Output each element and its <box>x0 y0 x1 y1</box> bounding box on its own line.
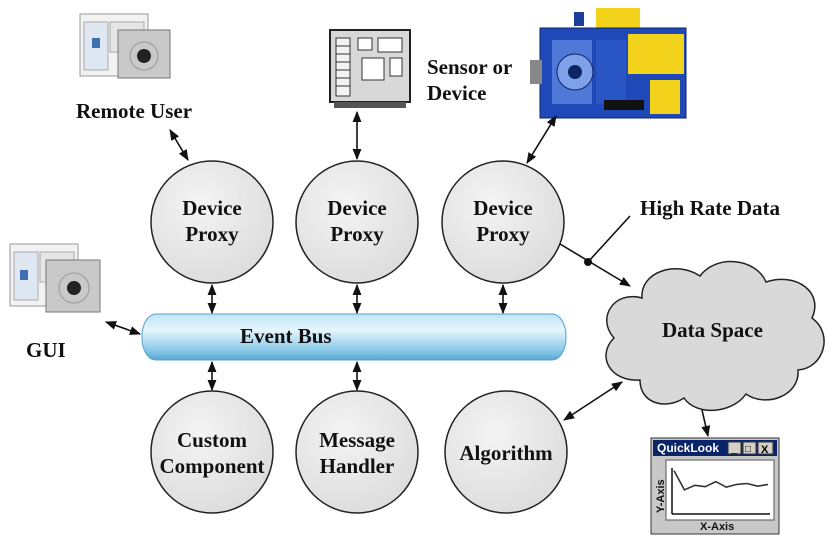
device-proxy-1-circle <box>150 160 274 284</box>
high-rate-data-label: High Rate Data <box>640 196 780 220</box>
device-proxy-2-label: Device Proxy <box>327 196 387 246</box>
node-circles <box>150 160 568 514</box>
connectors <box>104 110 711 438</box>
arrow-algorithm-cloud <box>563 381 623 421</box>
device-proxy-1-label: Device Proxy <box>182 196 242 246</box>
quicklook-y-axis: Y-Axis <box>655 479 667 513</box>
remote-user-label: Remote User <box>76 99 193 123</box>
close-icon: X <box>761 444 769 456</box>
gui-screens-icon <box>9 243 101 313</box>
sensor-label: Sensor or Device <box>427 55 513 105</box>
arrow-cloud-quicklook <box>701 409 711 438</box>
quicklook-x-axis: X-Axis <box>700 521 734 533</box>
data-space-cloud <box>605 260 825 411</box>
minimize-icon: _ <box>730 443 738 455</box>
maximize-button[interactable] <box>742 441 757 455</box>
arrow-remote-user-proxy <box>169 129 189 161</box>
event-bus <box>141 313 567 361</box>
data-space-label: Data Space <box>662 318 763 342</box>
arrow-gui-bus <box>104 321 142 335</box>
remote-user-screens-icon <box>79 13 171 79</box>
maximize-icon: □ <box>745 444 751 455</box>
close-button[interactable] <box>757 441 774 455</box>
arrow-proxy3-cloud <box>559 243 631 287</box>
high-rate-dot <box>584 258 592 266</box>
quicklook-window: QuickLook _ □ X X-Axis Y-Axis <box>650 437 780 535</box>
sensor-device-icon <box>530 8 687 119</box>
quicklook-series-line <box>673 470 769 491</box>
device-proxy-3-circle <box>441 160 565 284</box>
message-handler-label: Message Handler <box>319 428 395 478</box>
circuit-board-icon <box>329 29 411 108</box>
gui-label: GUI <box>26 338 66 362</box>
algorithm-label: Algorithm <box>459 441 553 465</box>
arrow-sensor-proxy <box>526 115 557 164</box>
custom-component-label: Custom Component <box>159 428 265 478</box>
event-bus-label: Event Bus <box>240 324 332 348</box>
minimize-button[interactable] <box>727 441 742 455</box>
high-rate-leader <box>587 215 631 263</box>
device-proxy-3-label: Device Proxy <box>473 196 533 246</box>
quicklook-title: QuickLook <box>657 441 719 455</box>
algorithm-circle <box>444 390 568 514</box>
device-proxy-2-circle <box>295 160 419 284</box>
